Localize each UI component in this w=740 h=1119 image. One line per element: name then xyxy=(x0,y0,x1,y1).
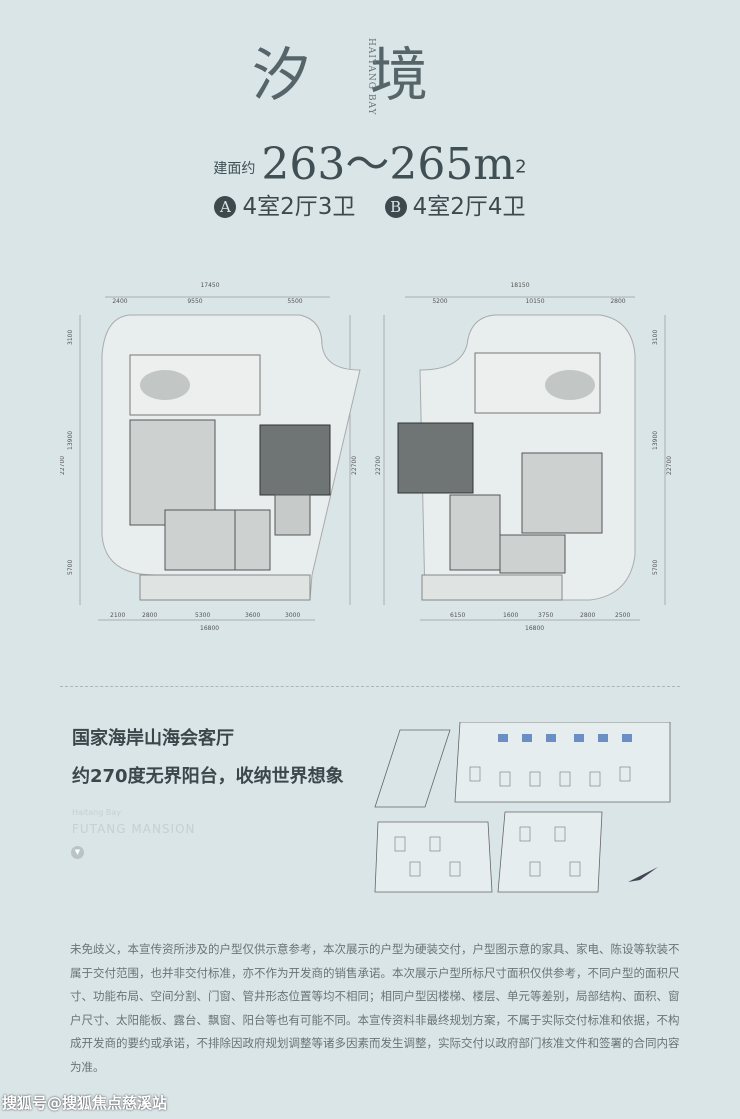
dim-bottom-total: 16800 xyxy=(525,625,544,632)
headline-2: 约270度无界阳台，收纳世界想象 xyxy=(72,766,344,787)
dim-left: 3100 xyxy=(67,330,74,345)
dim-top: 9550 xyxy=(187,298,202,305)
dim-left: 5700 xyxy=(67,560,74,575)
dim-left-total: 22700 xyxy=(60,456,66,475)
dim-right: 13900 xyxy=(652,431,659,450)
floor-plan-b: 18150 5200 10150 2800 3100 13900 5700 22… xyxy=(375,282,673,632)
chevron-down-icon: ▼ xyxy=(71,846,84,859)
dim-top: 5200 xyxy=(432,298,447,305)
area-value: 263～265m xyxy=(261,139,516,190)
dim-left-total: 22700 xyxy=(375,456,382,475)
dim-right: 3100 xyxy=(652,330,659,345)
dim-top: 2400 xyxy=(112,298,127,305)
dim-bottom-total: 16800 xyxy=(200,625,219,632)
dim-bottom: 3750 xyxy=(538,612,553,619)
dim-bottom: 5300 xyxy=(195,612,210,619)
dim-right-total: 22700 xyxy=(351,456,358,475)
brand-large: FUTANG MANSION xyxy=(72,822,196,836)
site-plan-map xyxy=(374,722,671,893)
dim-bottom: 3000 xyxy=(285,612,300,619)
dim-bottom: 1600 xyxy=(503,612,518,619)
type-layout-b: 4室2厅4卫 xyxy=(412,194,526,220)
floor-plan-a: 17450 2400 9550 5500 3100 13900 5700 227… xyxy=(60,282,361,632)
dim-bottom: 2100 xyxy=(110,612,125,619)
dim-top-total: 18150 xyxy=(510,282,529,289)
title-english: HAITANG BAY xyxy=(366,38,376,116)
section-divider xyxy=(60,686,680,687)
dim-right-total: 22700 xyxy=(666,456,673,475)
watermark: 搜狐号@搜狐焦点慈溪站 xyxy=(2,1094,168,1112)
dim-bottom: 2800 xyxy=(142,612,157,619)
dim-bottom: 3600 xyxy=(245,612,260,619)
page-title: 汐境 xyxy=(251,41,488,109)
dim-left: 13900 xyxy=(67,431,74,450)
dim-right: 5700 xyxy=(652,560,659,575)
dim-top: 2800 xyxy=(610,298,625,305)
dim-bottom: 2500 xyxy=(615,612,630,619)
type-layout-a: 4室2厅3卫 xyxy=(242,194,356,220)
area-range: 建面约 263～265m2 xyxy=(0,128,740,192)
type-badge-b: B xyxy=(384,196,407,218)
dim-top: 10150 xyxy=(525,298,544,305)
headline-1: 国家海岸山海会客厅 xyxy=(72,728,234,749)
compass-north-arrow xyxy=(628,867,658,882)
dim-bottom: 2800 xyxy=(580,612,595,619)
dim-top: 5500 xyxy=(287,298,302,305)
area-label: 建面约 xyxy=(213,161,256,177)
type-badge-a: A xyxy=(214,196,237,218)
dim-bottom: 6150 xyxy=(450,612,465,619)
dim-top-total: 17450 xyxy=(200,282,219,289)
area-unit-sup: 2 xyxy=(515,156,527,178)
brand-small: Haitang Bay xyxy=(72,808,121,817)
disclaimer-text: 未免歧义，本宣传资所涉及的户型仅供示意参考，本次展示的户型为硬装交付，户型图示意… xyxy=(70,942,680,1074)
